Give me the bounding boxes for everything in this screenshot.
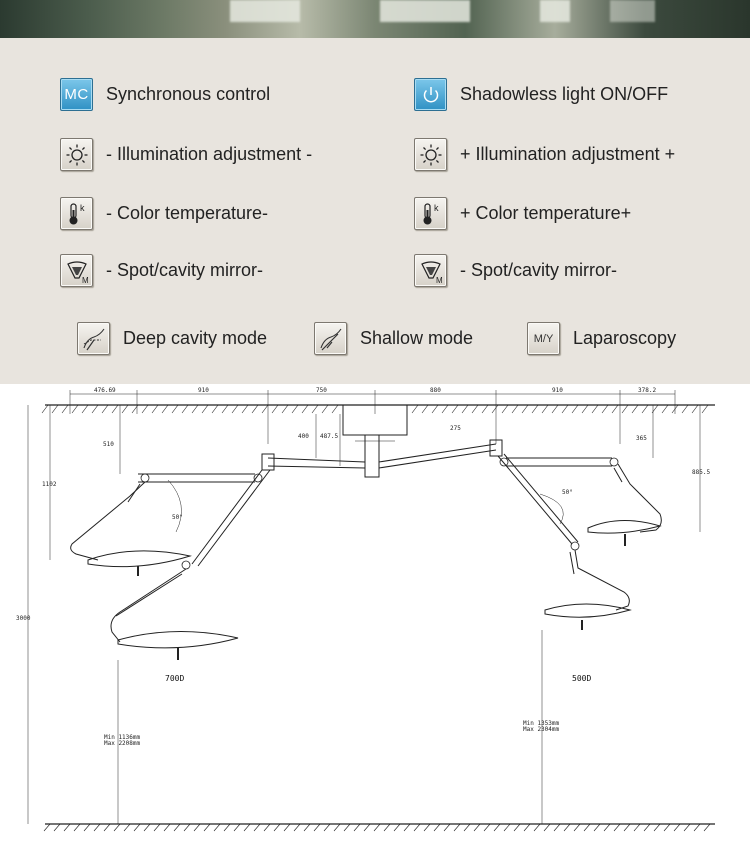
svg-text:M: M — [436, 276, 443, 284]
range-max-left: Max 2208mm — [104, 740, 141, 747]
legend-label: + Illumination adjustment + — [460, 144, 676, 164]
legend-color-temp-down: k - Color temperature- — [60, 197, 268, 230]
dim-label: 750 — [316, 387, 327, 394]
legend-label: - Spot/cavity mirror- — [460, 260, 618, 280]
spot-mirror-icon: M — [60, 254, 93, 287]
dim-label: 365 — [636, 435, 647, 442]
legend-synchronous-control: MC Synchronous control — [60, 78, 270, 111]
model-label-500d: 500D — [572, 674, 591, 683]
dim-label: 910 — [552, 387, 563, 394]
legend-label: - Spot/cavity mirror- — [106, 260, 264, 280]
legend-label: - Color temperature- — [106, 203, 269, 223]
thermometer-icon: k — [60, 197, 93, 230]
surgical-light-dimension-drawing: 476.69 910 750 880 910 378.2 510 400 487… — [16, 387, 715, 832]
legend-label: Shallow mode — [360, 328, 474, 348]
svg-text:k: k — [434, 203, 439, 213]
sun-icon — [60, 138, 93, 171]
legend-spot-mirror-left: M - Spot/cavity mirror- — [60, 254, 263, 287]
range-max-right: Max 2304mm — [523, 726, 560, 733]
legend-label: Deep cavity mode — [123, 328, 268, 348]
sun-icon — [414, 138, 447, 171]
angle-label: 50° — [562, 489, 573, 496]
dim-label: 885.5 — [692, 469, 710, 476]
dim-label: 400 — [298, 433, 309, 440]
legend-label: Laparoscopy — [573, 328, 677, 348]
dim-label: 487.5 — [320, 433, 338, 440]
dim-label: 476.69 — [94, 387, 116, 394]
power-icon — [414, 78, 447, 111]
legend-spot-mirror-right: M - Spot/cavity mirror- — [414, 254, 617, 287]
legend-deep-cavity: Deep cavity mode — [77, 322, 267, 355]
legend-illumination-up: + Illumination adjustment + — [414, 138, 675, 171]
dim-label: 910 — [198, 387, 209, 394]
svg-text:k: k — [80, 203, 85, 213]
legend-color-temp-up: k + Color temperature+ — [414, 197, 631, 230]
dim-label: 3000 — [16, 615, 31, 622]
background-photo — [0, 0, 750, 38]
mc-icon: MC — [60, 78, 93, 111]
deep-cavity-icon — [77, 322, 110, 355]
thermometer-icon: k — [414, 197, 447, 230]
legend-label: Synchronous control — [106, 84, 271, 104]
angle-label: 50° — [172, 514, 183, 521]
spot-mirror-icon: M — [414, 254, 447, 287]
legend-label: Shadowless light ON/OFF — [460, 84, 669, 104]
legend-label: - Illumination adjustment - — [106, 144, 313, 164]
dim-label: 378.2 — [638, 387, 656, 394]
range-min-left: Min 1136mm — [104, 734, 141, 741]
laparoscopy-icon: M/Y — [527, 322, 560, 355]
dim-label: 1102 — [42, 481, 57, 488]
legend-illumination-down: - Illumination adjustment - — [60, 138, 312, 171]
dim-label: 880 — [430, 387, 441, 394]
dim-label: 510 — [103, 441, 114, 448]
range-min-right: Min 1353mm — [523, 720, 560, 727]
model-label-700d: 700D — [165, 674, 184, 683]
legend-label: + Color temperature+ — [460, 203, 632, 223]
dim-label: 275 — [450, 425, 461, 432]
svg-text:M: M — [82, 276, 89, 284]
control-legend-panel: MC Synchronous control - Illumination ad… — [0, 38, 750, 384]
shallow-mode-icon — [314, 322, 347, 355]
legend-shadowless-power: Shadowless light ON/OFF — [414, 78, 668, 111]
legend-laparoscopy: M/Y Laparoscopy — [527, 322, 676, 355]
legend-shallow-mode: Shallow mode — [314, 322, 473, 355]
